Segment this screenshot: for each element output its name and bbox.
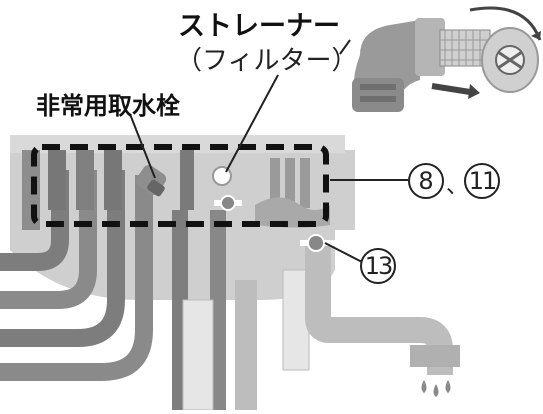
water-drops: [421, 380, 451, 397]
arrow-pull: [431, 83, 471, 95]
drain-outlet: [410, 345, 460, 367]
reference-number-8: 8: [408, 163, 444, 199]
emergency-tap-label: 非常用取水栓: [36, 92, 180, 120]
unit-top-strip: [10, 135, 345, 153]
drain-pipe: [305, 240, 453, 375]
valve-13: [300, 234, 336, 252]
strainer-label: ストレーナー: [178, 11, 340, 42]
dashed-highlight-box: [31, 144, 329, 227]
valve-upper: [214, 195, 242, 211]
emergency-tap: [135, 165, 167, 197]
reference-number-11: 11: [464, 163, 500, 199]
arrow-rotate: [469, 6, 542, 41]
reference-number-13: 13: [360, 248, 396, 284]
left-curved-pipes: [0, 170, 153, 381]
leader-lines: [129, 39, 408, 263]
reference-separator: 、: [446, 174, 469, 199]
lower-pipes: [172, 210, 310, 411]
filter-wave: [255, 197, 330, 228]
strainer-inset: [352, 6, 542, 112]
filter-label: （フィルター）: [176, 46, 358, 76]
inner-vertical-pipes: [22, 150, 310, 230]
